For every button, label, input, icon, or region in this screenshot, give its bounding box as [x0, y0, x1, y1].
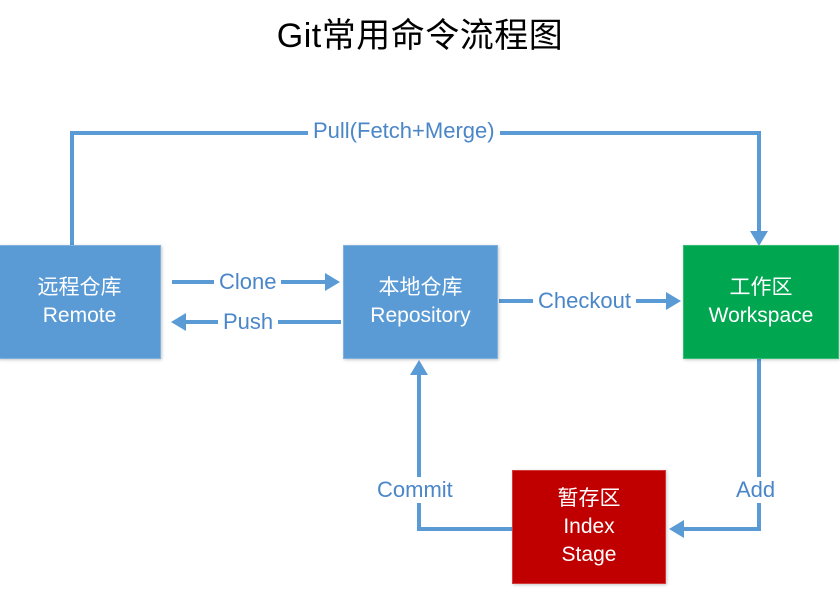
node-workspace-line-2: Workspace	[708, 304, 814, 327]
node-index-stage[interactable]: 暂存区 Index Stage	[512, 470, 666, 584]
node-index-line-1: 暂存区	[557, 487, 621, 510]
commit-edge-segment-up	[417, 374, 421, 529]
push-edge-arrowhead	[171, 313, 186, 331]
node-repository[interactable]: 本地仓库 Repository	[343, 245, 498, 359]
node-workspace-line-1: 工作区	[729, 276, 793, 299]
commit-edge-segment-left	[417, 527, 514, 531]
pull-edge-segment-down	[757, 131, 761, 235]
commit-edge-arrowhead	[410, 360, 428, 375]
edge-label-push: Push	[218, 309, 279, 335]
add-edge-segment-left	[684, 527, 759, 531]
edge-label-checkout: Checkout	[533, 288, 636, 314]
pull-edge-arrowhead	[750, 231, 768, 246]
edge-label-clone: Clone	[214, 269, 282, 295]
edge-label-add: Add	[731, 477, 781, 503]
node-index-line-2: Index	[563, 515, 615, 538]
clone-edge-arrowhead	[325, 273, 340, 291]
edge-label-commit: Commit	[372, 477, 458, 503]
node-remote-line-2: Remote	[42, 304, 117, 327]
node-repository-line-2: Repository	[370, 304, 471, 327]
node-index-line-3: Stage	[561, 543, 617, 566]
node-workspace[interactable]: 工作区 Workspace	[683, 245, 839, 359]
node-remote[interactable]: 远程仓库 Remote	[0, 245, 161, 359]
pull-edge-segment-up	[70, 131, 74, 247]
add-edge-segment-down	[757, 359, 761, 531]
edge-label-pull: Pull(Fetch+Merge)	[308, 118, 500, 144]
checkout-edge-arrowhead	[666, 292, 681, 310]
page-title: Git常用命令流程图	[276, 17, 564, 55]
node-remote-line-1: 远程仓库	[37, 276, 122, 299]
add-edge-arrowhead	[669, 520, 684, 538]
node-repository-line-1: 本地仓库	[378, 276, 463, 299]
